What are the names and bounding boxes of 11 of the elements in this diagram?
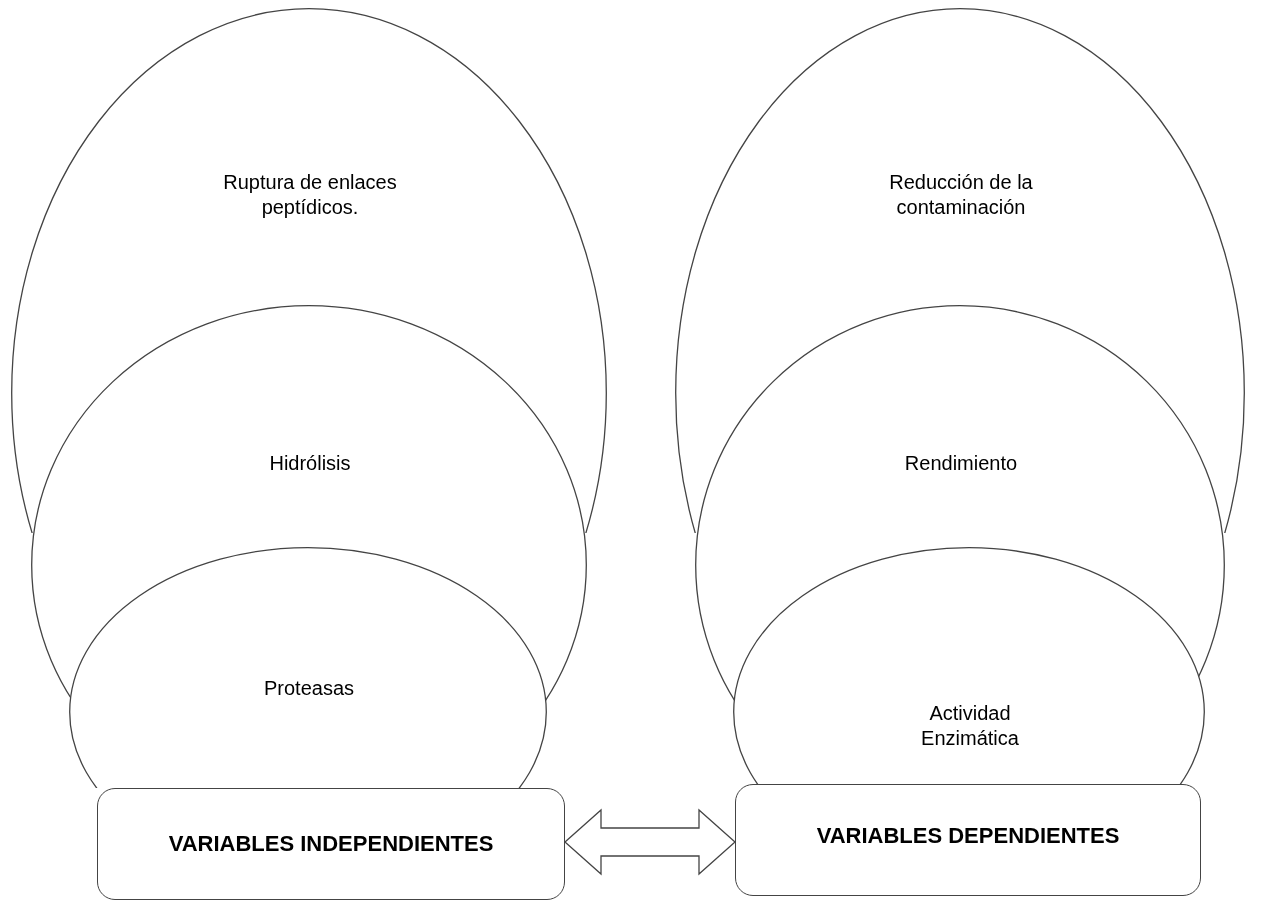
node-label: Proteasas [262,676,356,701]
node-label: Actividad Enzimática [920,701,1020,751]
heading-label: VARIABLES INDEPENDIENTES [167,830,495,858]
heading-label: VARIABLES DEPENDIENTES [815,822,1121,850]
double-block-arrow [564,808,736,876]
rounded-box [735,784,1201,896]
node-label: Reducción de la contaminación [888,170,1034,220]
rounded-box [97,788,565,900]
node-label: Hidrólisis [268,451,352,476]
node-label: Rendimiento [903,451,1019,476]
node-label: Ruptura de enlaces peptídicos. [222,170,398,220]
